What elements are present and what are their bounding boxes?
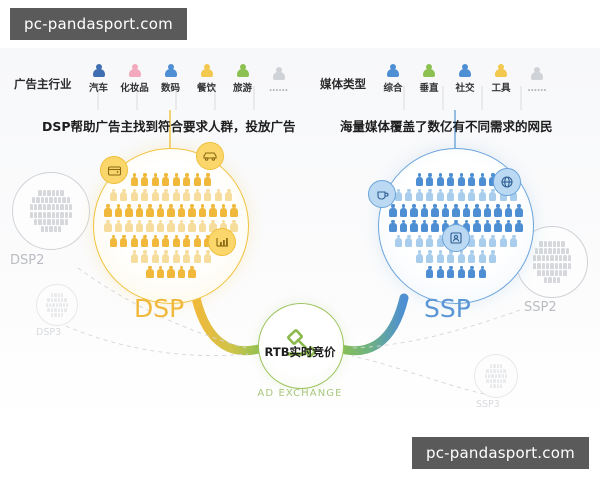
satellite-people-row (489, 363, 503, 368)
person-icon (164, 64, 178, 79)
satellite-people-row (38, 190, 64, 197)
category-item-cosmetics[interactable]: 化妆品 (117, 64, 153, 94)
ad-exchange-subtitle: AD EXCHANGE (257, 388, 343, 399)
chart-signal-icon[interactable] (208, 228, 236, 256)
globe-icon[interactable] (493, 168, 521, 196)
person-icon (272, 67, 286, 82)
category-label: 化妆品 (120, 83, 149, 94)
satellite-label-ssp2: SSP2 (524, 300, 557, 315)
user-screen-icon[interactable] (442, 224, 470, 252)
satellite-people-row (484, 374, 508, 378)
satellite-people-row (532, 255, 572, 262)
media-label: 工具 (491, 83, 511, 94)
media-item-vertical[interactable]: 垂直 (411, 64, 447, 94)
media-item-more[interactable]: …… (519, 67, 555, 94)
media-category-group: 媒体类型 综合 垂直 社交 工具 …… (320, 64, 555, 94)
people-row (389, 204, 523, 217)
satellite-people-row (50, 292, 64, 297)
person-icon (386, 64, 400, 79)
category-label: 餐饮 (196, 83, 216, 94)
advertiser-category-group: 广告主行业 汽车 化妆品 数码 餐饮 旅游 …… (14, 64, 297, 94)
media-label: …… (527, 83, 547, 94)
category-label: 数码 (160, 83, 180, 94)
people-row (104, 219, 238, 233)
person-icon (422, 64, 436, 79)
person-icon (128, 64, 142, 79)
ssp-tagline: 海量媒体覆盖了数亿有不同需求的网民 (340, 119, 553, 134)
diagram-canvas: 广告主行业 汽车 化妆品 数码 餐饮 旅游 …… 媒体类型 (0, 48, 600, 424)
car-icon[interactable] (196, 142, 224, 170)
satellite-people-row (29, 211, 73, 218)
media-item-comprehensive[interactable]: 综合 (375, 64, 411, 94)
satellite-people-row (40, 225, 62, 232)
dsp-brand-label: DSP (134, 294, 185, 323)
person-icon (458, 64, 472, 79)
media-item-tools[interactable]: 工具 (483, 64, 519, 94)
ad-exchange-label: RTB实时竞价 (264, 345, 336, 359)
advertiser-category-title: 广告主行业 (14, 77, 72, 91)
satellite-people-row (489, 384, 503, 389)
satellite-people-row (31, 197, 71, 204)
people-row (415, 173, 497, 186)
satellite-people-row (532, 262, 572, 269)
media-item-social[interactable]: 社交 (447, 64, 483, 94)
dsp-tagline: DSP帮助广告主找到符合要求人群，投放广告 (42, 119, 296, 134)
category-label: 旅游 (232, 83, 252, 94)
satellite-people-row (33, 218, 69, 225)
category-label: …… (269, 83, 288, 94)
person-icon (236, 64, 250, 79)
person-icon (200, 64, 214, 79)
category-item-auto[interactable]: 汽车 (81, 64, 117, 94)
category-item-travel[interactable]: 旅游 (225, 64, 261, 94)
satellite-dsp2[interactable] (12, 172, 90, 250)
satellite-people-row (543, 276, 561, 283)
satellite-label-dsp2: DSP2 (10, 253, 45, 268)
people-row (130, 173, 212, 186)
person-icon (92, 64, 106, 79)
people-row (109, 188, 233, 202)
wallet-icon[interactable] (100, 156, 128, 184)
person-icon (530, 67, 544, 82)
satellite-people-row (47, 308, 67, 313)
satellite-people-row (486, 379, 506, 384)
media-label: 综合 (383, 83, 403, 94)
satellite-people-row (486, 368, 506, 373)
media-category-title: 媒体类型 (320, 77, 366, 91)
ssp-brand-label: SSP (424, 294, 471, 323)
satellite-people-row (50, 313, 64, 318)
satellite-ssp3[interactable] (474, 354, 518, 398)
media-label: 垂直 (419, 83, 439, 94)
people-row (104, 204, 238, 217)
satellite-people-row (47, 297, 67, 302)
category-item-dining[interactable]: 餐饮 (189, 64, 225, 94)
category-item-digital[interactable]: 数码 (153, 64, 189, 94)
satellite-people-row (29, 204, 73, 211)
gavel-icon (279, 322, 323, 371)
ssp-audience-circle[interactable] (378, 148, 534, 304)
category-label: 汽车 (88, 83, 108, 94)
media-label: 社交 (455, 83, 475, 94)
person-icon (494, 64, 508, 79)
satellite-people-row (534, 248, 570, 255)
satellite-people-row (539, 241, 565, 248)
people-row (394, 188, 518, 202)
watermark-bottom: pc-pandasport.com (412, 437, 589, 469)
watermark-top: pc-pandasport.com (10, 8, 187, 40)
satellite-label-ssp3: SSP3 (476, 399, 500, 410)
people-row (415, 250, 497, 263)
category-item-more[interactable]: …… (261, 67, 297, 94)
satellite-people-row (537, 269, 567, 276)
ad-exchange-node[interactable] (258, 303, 344, 389)
cup-icon[interactable] (368, 180, 396, 208)
people-row (130, 250, 212, 263)
people-row (146, 265, 196, 279)
people-row (426, 265, 487, 279)
satellite-label-dsp3: DSP3 (36, 327, 62, 338)
satellite-dsp3[interactable] (36, 284, 78, 326)
satellite-people-row (45, 303, 69, 307)
